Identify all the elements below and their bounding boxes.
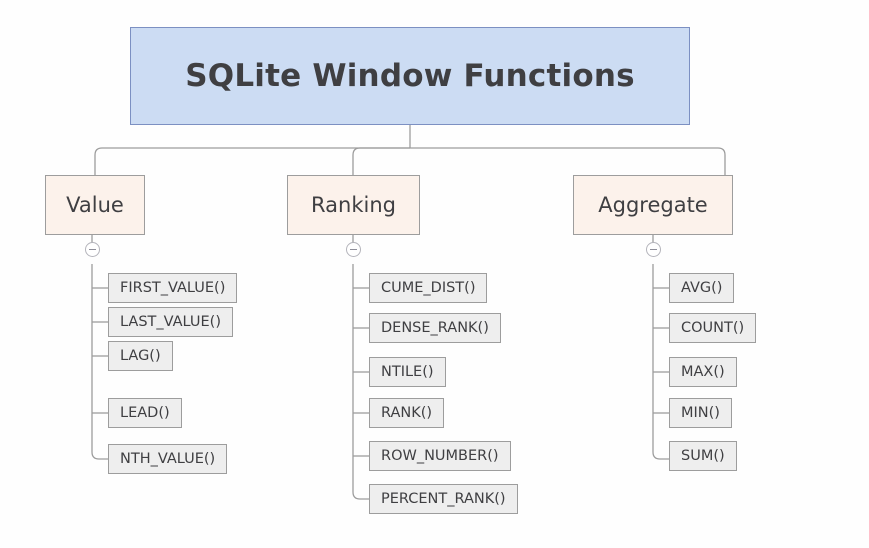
leaf-node-count[interactable]: COUNT() <box>669 313 757 343</box>
leaf-node-percent-rank[interactable]: PERCENT_RANK() <box>369 484 518 514</box>
leaf-node-max[interactable]: MAX() <box>669 357 737 387</box>
collapse-minus-icon <box>650 249 657 250</box>
leaf-node-ntile[interactable]: NTILE() <box>369 357 446 387</box>
leaf-node-first-value[interactable]: FIRST_VALUE() <box>108 273 238 303</box>
leaf-node-dense-rank[interactable]: DENSE_RANK() <box>369 313 501 343</box>
leaf-node-label: MIN() <box>681 405 720 421</box>
branch-node-aggregate-label: Aggregate <box>598 193 708 217</box>
branch-node-ranking[interactable]: Ranking <box>287 175 420 235</box>
collapse-minus-icon <box>89 249 96 250</box>
leaf-node-label: SUM() <box>681 448 725 464</box>
leaf-node-label: COUNT() <box>681 320 745 336</box>
root-node-label: SQLite Window Functions <box>185 58 635 94</box>
leaf-node-label: CUME_DIST() <box>381 280 476 296</box>
leaf-node-label: DENSE_RANK() <box>381 320 489 336</box>
leaf-node-label: NTH_VALUE() <box>120 451 216 467</box>
branch-node-value-label: Value <box>66 193 124 217</box>
branch-node-value[interactable]: Value <box>45 175 145 235</box>
collapse-toggle-aggregate[interactable] <box>646 242 661 257</box>
leaf-node-nth-value[interactable]: NTH_VALUE() <box>108 444 228 474</box>
collapse-toggle-value[interactable] <box>85 242 100 257</box>
leaf-node-cume-dist[interactable]: CUME_DIST() <box>369 273 488 303</box>
branch-node-aggregate[interactable]: Aggregate <box>573 175 733 235</box>
collapse-toggle-ranking[interactable] <box>346 242 361 257</box>
leaf-node-lead[interactable]: LEAD() <box>108 398 182 428</box>
leaf-node-label: ROW_NUMBER() <box>381 448 499 464</box>
leaf-node-label: LEAD() <box>120 405 170 421</box>
leaf-node-label: NTILE() <box>381 364 434 380</box>
leaf-node-label: RANK() <box>381 405 433 421</box>
leaf-node-avg[interactable]: AVG() <box>669 273 735 303</box>
root-node[interactable]: SQLite Window Functions <box>130 27 690 125</box>
leaf-node-label: AVG() <box>681 280 723 296</box>
leaf-node-lag[interactable]: LAG() <box>108 341 173 371</box>
leaf-node-min[interactable]: MIN() <box>669 398 732 428</box>
leaf-node-label: LAST_VALUE() <box>120 314 221 330</box>
leaf-node-row-number[interactable]: ROW_NUMBER() <box>369 441 511 471</box>
leaf-node-rank[interactable]: RANK() <box>369 398 445 428</box>
leaf-node-last-value[interactable]: LAST_VALUE() <box>108 307 233 337</box>
branch-node-ranking-label: Ranking <box>311 193 396 217</box>
leaf-node-label: MAX() <box>681 364 725 380</box>
leaf-node-sum[interactable]: SUM() <box>669 441 737 471</box>
leaf-node-label: PERCENT_RANK() <box>381 491 506 507</box>
leaf-node-label: FIRST_VALUE() <box>120 280 226 296</box>
leaf-node-label: LAG() <box>120 348 161 364</box>
collapse-minus-icon <box>350 249 357 250</box>
